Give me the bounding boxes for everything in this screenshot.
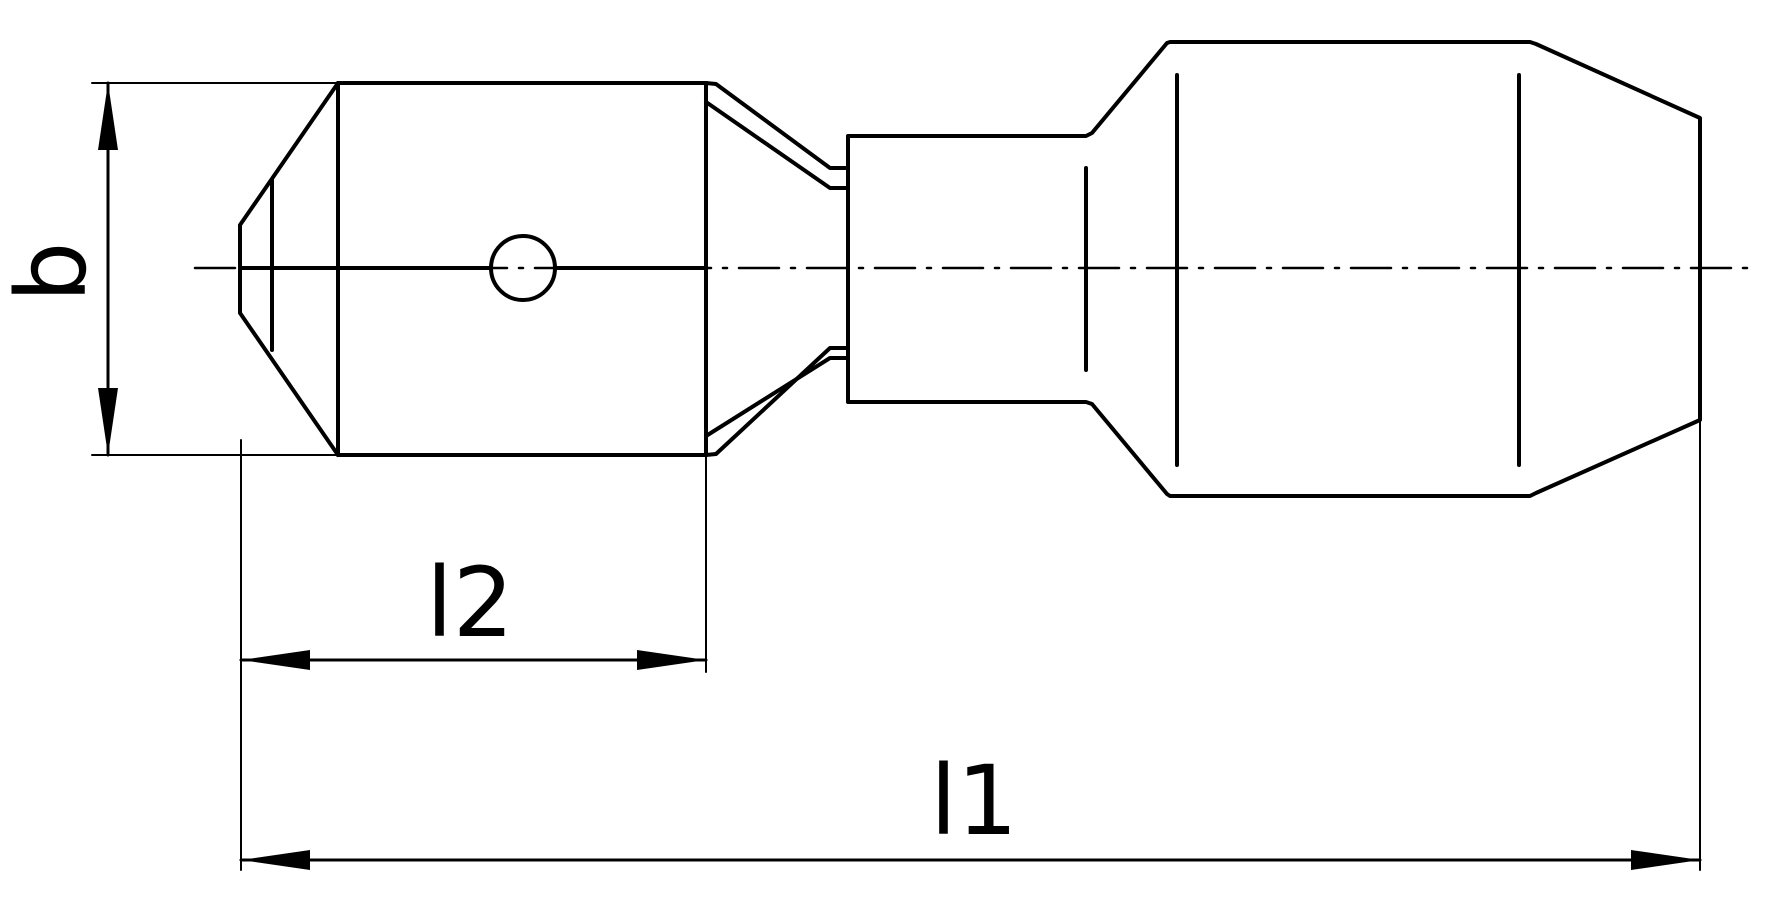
- arrow-right-icon: [1631, 850, 1700, 870]
- arrow-down-icon: [98, 388, 118, 455]
- dimension-label-l2: l2: [426, 547, 514, 659]
- dimension-lines: [106, 81, 1702, 862]
- blade-body: [238, 81, 708, 457]
- arrow-left-icon: [241, 850, 310, 870]
- dimension-label-l1: l1: [930, 745, 1018, 857]
- arrow-right-icon: [637, 650, 706, 670]
- arrow-up-icon: [98, 83, 118, 150]
- crimp-barrel: [846, 40, 1702, 498]
- extension-lines: [91, 82, 1701, 871]
- dimension-arrowheads: [98, 83, 1700, 870]
- crimp-neck: [704, 81, 850, 457]
- arrow-left-icon: [241, 650, 310, 670]
- detent-hole: [489, 234, 557, 302]
- dimension-label-b: b: [0, 242, 108, 303]
